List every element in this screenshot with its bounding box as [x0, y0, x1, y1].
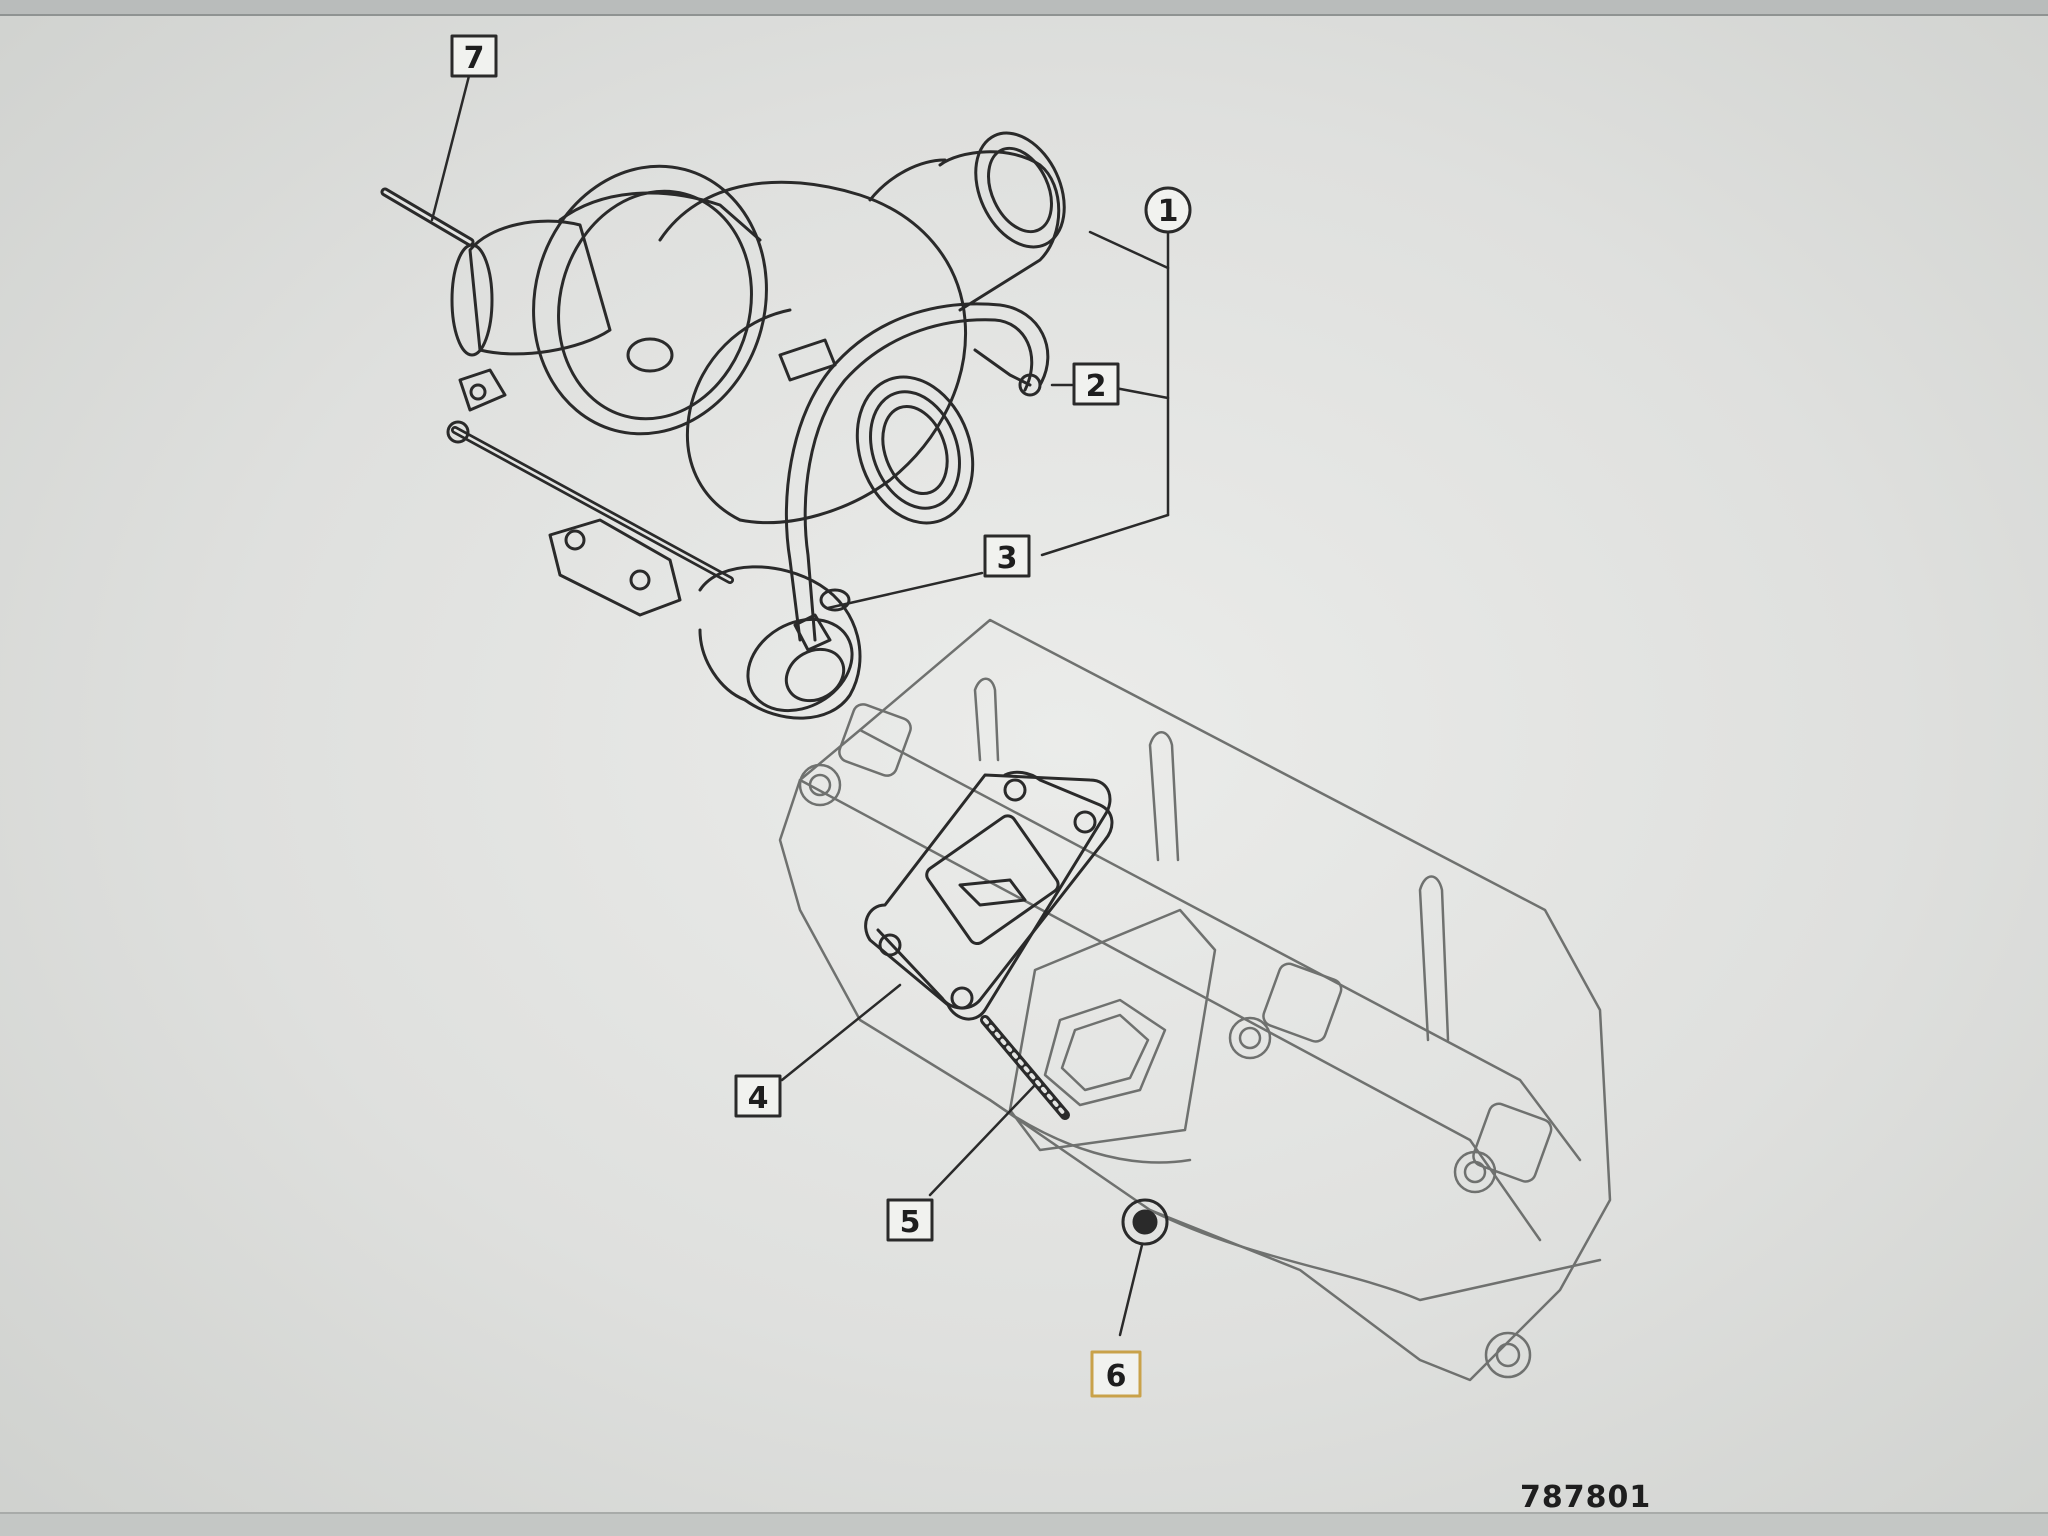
window-bottom-edge [0, 1512, 2048, 1536]
window-top-edge [0, 0, 2048, 16]
callout-box-4 [734, 1074, 782, 1118]
callout-label-6: 6 [1106, 1359, 1127, 1394]
callout-circle-1 [1144, 186, 1192, 234]
callout-box-2 [1072, 362, 1120, 406]
oil-return-fitting [793, 588, 851, 652]
flange-nut [1121, 1198, 1169, 1246]
callout-box-3 [983, 534, 1031, 578]
callout-label-2: 2 [1086, 369, 1107, 404]
figure-number: 787801 [1520, 1480, 1652, 1515]
turbo-flange-gasket [864, 770, 1114, 1021]
turbocharger [380, 131, 1066, 720]
callout-label-4: 4 [748, 1081, 769, 1116]
exhaust-manifold [778, 618, 1612, 1382]
callout-box-7 [450, 34, 498, 78]
leader-lines [430, 70, 1170, 1337]
oil-feed-pipe [784, 302, 1050, 642]
callout-label-1: 1 [1158, 194, 1179, 229]
callout-box-6 [1090, 1350, 1142, 1398]
manifold-stud [980, 1015, 1070, 1120]
callout-label-7: 7 [464, 41, 485, 76]
callout-label-5: 5 [900, 1205, 921, 1240]
callout-label-3: 3 [997, 541, 1018, 576]
callout-box-5 [886, 1198, 934, 1242]
